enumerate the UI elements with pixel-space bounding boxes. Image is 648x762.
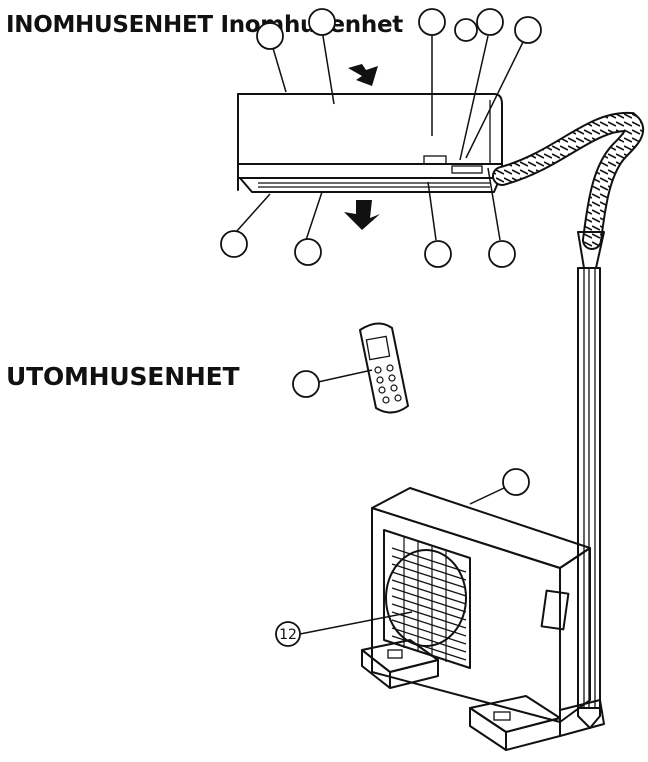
outdoor-unit (361, 487, 605, 751)
callout-bottom-2 (294, 191, 323, 266)
callout-outdoor-top (469, 468, 530, 505)
airflow-out-arrow (344, 200, 380, 230)
callout-bottom-1 (220, 193, 271, 258)
connection-hose (492, 111, 645, 729)
callout-top-2 (308, 8, 336, 105)
fan-grille (383, 529, 471, 669)
callout-remote (292, 369, 373, 398)
part-number-12: 12 (279, 627, 297, 643)
callout-top-3 (418, 8, 446, 136)
callout-bottom-3 (424, 181, 452, 268)
callout-bottom-4 (487, 167, 516, 268)
remote-control (359, 322, 409, 414)
indoor-unit (237, 93, 503, 193)
callout-top-4 (459, 8, 504, 161)
callout-12: 12 (275, 611, 413, 647)
indoor-unit-title: INOMHUSENHET Inomhusenhet (6, 12, 403, 38)
airflow-in-arrow (348, 64, 378, 86)
callout-top-6 (454, 18, 478, 42)
callout-top-5 (465, 16, 542, 159)
mounting-blocks (361, 639, 605, 751)
callout-top-1 (256, 22, 287, 93)
outdoor-unit-title: UTOMHUSENHET (6, 362, 240, 391)
